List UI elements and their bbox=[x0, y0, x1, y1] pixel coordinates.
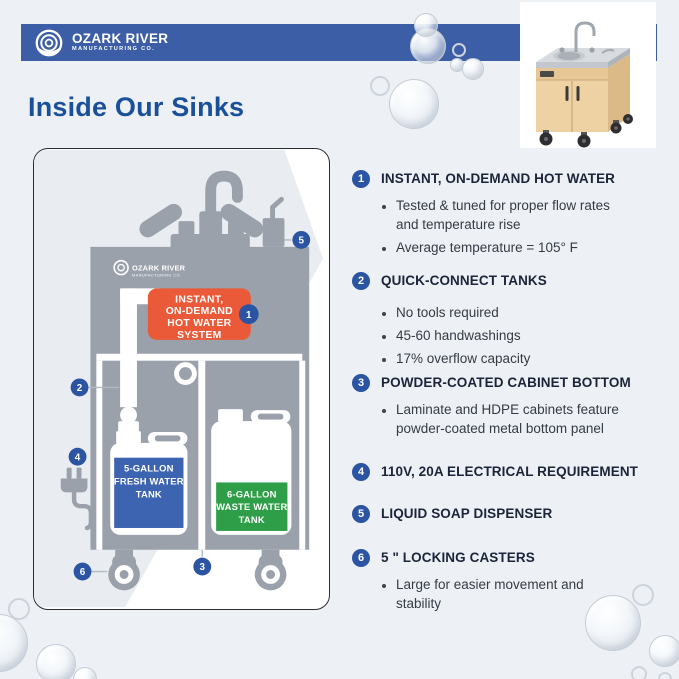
portable-sink-image bbox=[536, 21, 633, 148]
bubble-decoration bbox=[370, 76, 390, 96]
feature-bullet: No tools required bbox=[396, 303, 628, 322]
hot-water-system-label: INSTANT, ON-DEMAND HOT WATER SYSTEM bbox=[147, 288, 251, 341]
feature-bullet: Average temperature = 105° F bbox=[396, 238, 628, 257]
cabinet-logo-subtitle: MANUFACTURING CO. bbox=[132, 274, 182, 278]
cabinet-logo-title: OZARK RIVER bbox=[132, 264, 186, 273]
fresh-tank-label-line: 5-GALLON bbox=[124, 463, 174, 474]
callout-badge-1 bbox=[238, 304, 259, 325]
power-plug-icon bbox=[60, 467, 94, 531]
feature-title: LIQUID SOAP DISPENSER bbox=[381, 506, 553, 521]
svg-text:5: 5 bbox=[299, 235, 305, 246]
feature-bullets: Laminate and HDPE cabinets feature powde… bbox=[381, 400, 628, 438]
callout-badge-3 bbox=[193, 557, 212, 576]
logo-text: OZARK RIVER MANUFACTURING CO. bbox=[72, 32, 168, 53]
fresh-tank-label-line: TANK bbox=[136, 488, 162, 499]
feature-number-badge: 2 bbox=[352, 272, 370, 290]
left-caster-icon bbox=[108, 558, 140, 591]
diagram-callouts: 1 2 3 4 5 6 bbox=[68, 231, 311, 581]
fresh-tank-label bbox=[114, 457, 184, 528]
bubble-decoration bbox=[649, 635, 679, 667]
bubble-decoration bbox=[410, 28, 446, 64]
bubble-decoration bbox=[389, 79, 439, 129]
bubble-decoration bbox=[585, 595, 641, 651]
feature-title: 5 " LOCKING CASTERS bbox=[381, 550, 535, 565]
feature-item-1: 1 INSTANT, ON-DEMAND HOT WATER Tested & … bbox=[352, 170, 670, 261]
feature-number-badge: 3 bbox=[352, 374, 370, 392]
fresh-water-tank: 5-GALLON FRESH WATER TANK bbox=[110, 430, 188, 535]
feature-title: POWDER-COATED CABINET BOTTOM bbox=[381, 375, 631, 390]
feature-item-6: 6 5 " LOCKING CASTERS Large for easier m… bbox=[352, 549, 670, 617]
sink-diagram-card: 5-GALLON FRESH WATER TANK 6-GALLON WASTE… bbox=[33, 148, 330, 610]
left-handle-icon bbox=[139, 203, 182, 238]
bubble-decoration bbox=[631, 666, 647, 679]
logo-subtitle: MANUFACTURING CO. bbox=[72, 46, 156, 53]
waste-tank-label-line: WASTE WATER bbox=[216, 501, 287, 512]
waste-tank-label-line: TANK bbox=[239, 514, 265, 525]
soap-dispenser-icon bbox=[262, 218, 285, 247]
bubble-decoration bbox=[452, 43, 466, 57]
feature-number-badge: 1 bbox=[352, 170, 370, 188]
feature-bullets: No tools required 45-60 handwashings 17%… bbox=[381, 303, 628, 368]
bubble-decoration bbox=[658, 672, 672, 679]
waste-water-tank: 6-GALLON WASTE WATER TANK bbox=[211, 409, 292, 535]
feature-bullet: 45-60 handwashings bbox=[396, 326, 628, 345]
grommet-hole bbox=[174, 362, 197, 385]
callout-badge-4 bbox=[68, 447, 87, 466]
cabinet-logo: OZARK RIVER MANUFACTURING CO. bbox=[113, 259, 186, 278]
cabinet-panel-gaps bbox=[96, 353, 306, 550]
feature-title: 110V, 20A ELECTRICAL REQUIREMENT bbox=[381, 464, 639, 479]
svg-text:6: 6 bbox=[80, 567, 86, 578]
svg-text:HOT WATER: HOT WATER bbox=[167, 318, 231, 329]
bubble-decoration bbox=[632, 584, 654, 606]
svg-text:1: 1 bbox=[246, 310, 252, 321]
callout-badge-2 bbox=[70, 378, 89, 397]
svg-text:2: 2 bbox=[77, 383, 83, 394]
callout-badge-5 bbox=[292, 231, 311, 249]
faucet-icon bbox=[205, 170, 243, 247]
bubble-decoration bbox=[73, 667, 97, 679]
right-caster-icon bbox=[254, 558, 287, 591]
logo-title: OZARK RIVER bbox=[72, 30, 169, 46]
feature-number-badge: 4 bbox=[352, 463, 370, 481]
bubble-decoration bbox=[8, 598, 30, 620]
feature-bullet: Tested & tuned for proper flow rates and… bbox=[396, 196, 628, 234]
bubble-decoration bbox=[0, 614, 28, 672]
ozark-river-logo: OZARK RIVER MANUFACTURING CO. bbox=[33, 27, 168, 59]
product-photo bbox=[520, 2, 656, 148]
feature-item-4: 4 110V, 20A ELECTRICAL REQUIREMENT bbox=[352, 463, 670, 481]
waste-tank-label bbox=[216, 482, 288, 531]
page-title: Inside Our Sinks bbox=[28, 92, 245, 123]
bubble-decoration bbox=[462, 58, 484, 80]
fresh-tank-label-line: FRESH WATER bbox=[114, 475, 184, 486]
bubble-decoration bbox=[414, 13, 438, 37]
bubble-decoration bbox=[36, 644, 76, 679]
feature-bullets: Tested & tuned for proper flow rates and… bbox=[381, 196, 628, 257]
feature-number-badge: 6 bbox=[352, 549, 370, 567]
feature-item-5: 5 LIQUID SOAP DISPENSER bbox=[352, 505, 670, 523]
svg-text:3: 3 bbox=[200, 562, 206, 573]
callout-badge-6 bbox=[73, 562, 92, 581]
svg-text:SYSTEM: SYSTEM bbox=[177, 330, 221, 341]
feature-title: INSTANT, ON-DEMAND HOT WATER bbox=[381, 171, 616, 186]
svg-text:4: 4 bbox=[75, 452, 81, 463]
feature-item-2: 2 QUICK-CONNECT TANKS No tools required … bbox=[352, 272, 670, 372]
logo-rings-icon bbox=[33, 27, 65, 59]
svg-text:INSTANT,: INSTANT, bbox=[175, 294, 223, 305]
feature-number-badge: 5 bbox=[352, 505, 370, 523]
feature-list: 1 INSTANT, ON-DEMAND HOT WATER Tested & … bbox=[352, 168, 670, 638]
callout-lines bbox=[88, 239, 292, 573]
quick-connect-fitting bbox=[118, 421, 139, 433]
waste-tank-label-line: 6-GALLON bbox=[227, 488, 277, 499]
svg-text:ON-DEMAND: ON-DEMAND bbox=[166, 306, 233, 317]
feature-bullet: 17% overflow capacity bbox=[396, 349, 628, 368]
feature-bullet: Laminate and HDPE cabinets feature powde… bbox=[396, 400, 628, 438]
feature-bullet: Large for easier movement and stability bbox=[396, 575, 628, 613]
feature-title: QUICK-CONNECT TANKS bbox=[381, 273, 547, 288]
feature-bullets: Large for easier movement and stability bbox=[381, 575, 628, 613]
feature-item-3: 3 POWDER-COATED CABINET BOTTOM Laminate … bbox=[352, 374, 670, 442]
right-handle-icon bbox=[220, 203, 264, 238]
